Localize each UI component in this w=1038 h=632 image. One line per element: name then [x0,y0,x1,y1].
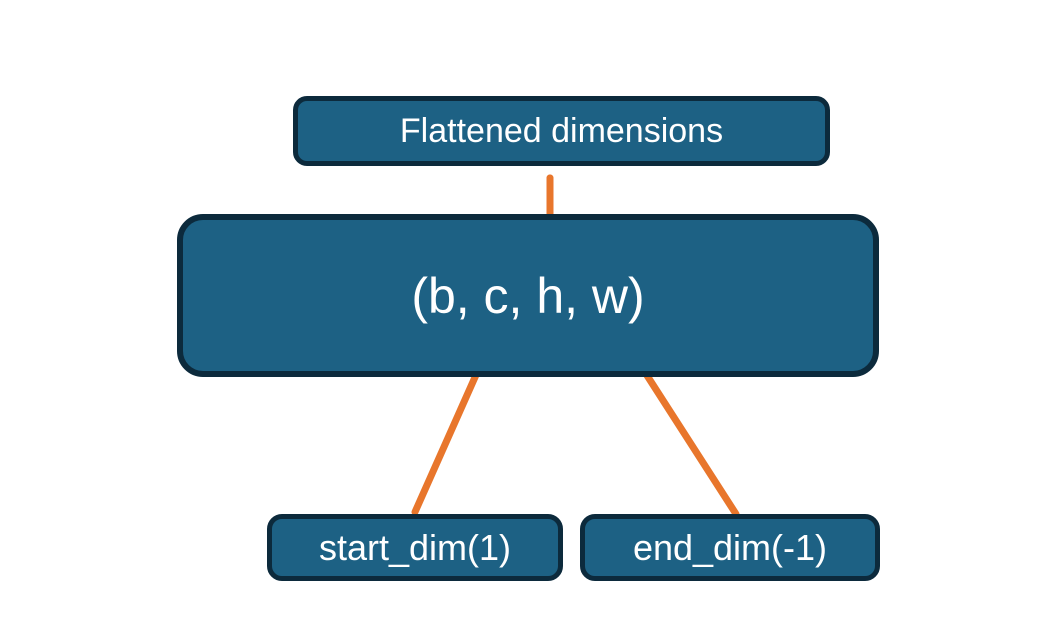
flattened-dimensions-label: Flattened dimensions [399,112,724,150]
tensor-shape-label: (b, c, h, w) [411,267,645,324]
end-dim-box[interactable]: end_dim(-1) [580,514,880,581]
flattened-dimensions-box[interactable]: Flattened dimensions [293,96,830,166]
end-dim-label: end_dim(-1) [632,526,828,568]
start-dim-label: start_dim(1) [318,526,512,568]
start-dim-box[interactable]: start_dim(1) [267,514,563,581]
tensor-shape-box[interactable]: (b, c, h, w) [177,214,879,377]
